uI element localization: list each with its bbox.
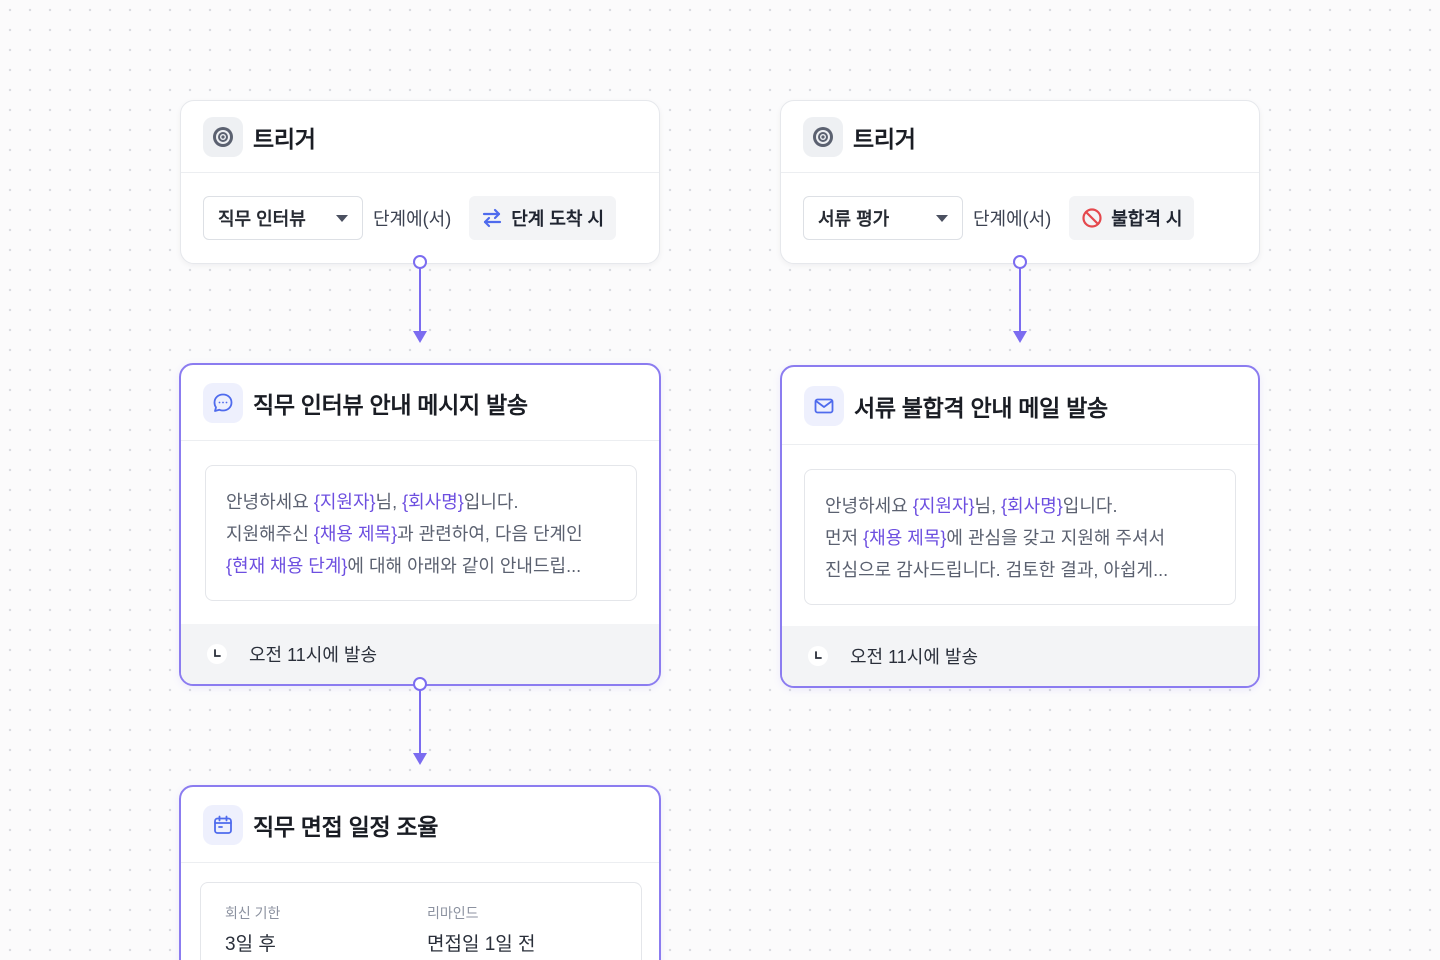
message-text: 먼저 <box>825 528 864 548</box>
mail-icon <box>804 385 844 426</box>
message-line: {현재 채용 단계}에 대해 아래와 같이 안내드립... <box>226 550 616 582</box>
message-preview[interactable]: 안녕하세요 {지원자}님, {회사명}입니다. 지원해주신 {채용 제목}과 관… <box>205 465 637 601</box>
message-text: 지원해주신 <box>226 524 314 544</box>
message-text: 님, <box>375 492 403 512</box>
schedule-footer: 오전 11시에 발송 <box>782 626 1258 686</box>
action-card-header: 서류 불합격 안내 메일 발송 <box>782 367 1258 445</box>
flow-connector <box>1013 255 1027 343</box>
message-text: 입니다. <box>1062 496 1118 516</box>
schedule-footer: 오전 11시에 발송 <box>181 624 659 684</box>
event-chip[interactable]: 불합격 시 <box>1069 196 1195 240</box>
action-card-header: 직무 인터뷰 안내 메시지 발송 <box>181 365 659 441</box>
message-text: 입니다. <box>463 492 519 512</box>
field-label: 리마인드 <box>427 905 479 921</box>
action-card-message[interactable]: 직무 인터뷰 안내 메시지 발송 안녕하세요 {지원자}님, {회사명}입니다.… <box>179 363 661 686</box>
target-icon <box>203 116 243 157</box>
message-text: 안녕하세요 <box>226 492 314 512</box>
flow-connector <box>413 255 427 343</box>
stage-select[interactable]: 서류 평가 <box>803 196 963 240</box>
schedule-settings[interactable]: 회신 기한 3일 후 리마인드 면접일 1일 전 <box>200 882 642 960</box>
trigger-card-left[interactable]: 트리거 직무 인터뷰 단계에(서) 단계 도착 시 <box>180 100 660 264</box>
message-text: 안녕하세요 <box>825 496 913 516</box>
action-title: 서류 불합격 안내 메일 발송 <box>854 394 1108 421</box>
action-card-schedule[interactable]: 직무 면접 일정 조율 회신 기한 3일 후 리마인드 면접일 1일 전 <box>179 785 661 960</box>
clock-icon <box>207 644 227 664</box>
stage-select-value: 서류 평가 <box>818 209 890 229</box>
trigger-card-header: 트리거 <box>781 101 1259 173</box>
chevron-down-icon <box>336 214 348 222</box>
event-chip[interactable]: 단계 도착 시 <box>469 196 617 240</box>
message-line: 안녕하세요 {지원자}님, {회사명}입니다. <box>825 490 1215 522</box>
trigger-card-right[interactable]: 트리거 서류 평가 단계에(서) 불합격 시 <box>780 100 1260 264</box>
event-chip-label: 단계 도착 시 <box>511 209 605 229</box>
variable-token: {지원자} <box>912 496 975 516</box>
target-icon <box>803 116 843 157</box>
stage-select-value: 직무 인터뷰 <box>218 209 306 229</box>
message-line: 지원해주신 {채용 제목}과 관련하여, 다음 단계인 <box>226 518 616 550</box>
field-value: 면접일 1일 전 <box>427 934 536 955</box>
event-chip-label: 불합격 시 <box>1111 209 1183 229</box>
message-line: 안녕하세요 {지원자}님, {회사명}입니다. <box>226 486 616 518</box>
trigger-title: 트리거 <box>253 125 316 152</box>
swap-arrows-icon <box>481 208 503 228</box>
variable-token: {채용 제목} <box>863 528 947 548</box>
flow-connector <box>413 677 427 765</box>
chat-bubble-icon <box>203 382 243 423</box>
variable-token: {지원자} <box>313 492 376 512</box>
trigger-condition-row: 직무 인터뷰 단계에(서) 단계 도착 시 <box>181 173 659 263</box>
stage-select[interactable]: 직무 인터뷰 <box>203 196 363 240</box>
message-text: 님, <box>974 496 1002 516</box>
message-line: 먼저 {채용 제목}에 관심을 갖고 지원해 주셔서 <box>825 522 1215 554</box>
schedule-text: 오전 11시에 발송 <box>249 645 378 665</box>
field-value: 3일 후 <box>225 934 276 955</box>
trigger-title: 트리거 <box>853 125 916 152</box>
calendar-icon <box>203 804 243 845</box>
schedule-text: 오전 11시에 발송 <box>850 647 979 667</box>
variable-token: {회사명} <box>1001 496 1063 516</box>
action-card-header: 직무 면접 일정 조율 <box>181 787 659 863</box>
stage-suffix-text: 단계에(서) <box>973 209 1052 229</box>
trigger-card-header: 트리거 <box>181 101 659 173</box>
message-text: 에 대해 아래와 같이 안내드립... <box>347 556 582 576</box>
message-text: 과 관련하여, 다음 단계인 <box>397 524 583 544</box>
trigger-condition-row: 서류 평가 단계에(서) 불합격 시 <box>781 173 1259 263</box>
action-title: 직무 면접 일정 조율 <box>253 813 439 840</box>
action-card-mail[interactable]: 서류 불합격 안내 메일 발송 안녕하세요 {지원자}님, {회사명}입니다. … <box>780 365 1260 688</box>
message-text: 에 관심을 갖고 지원해 주셔서 <box>946 528 1166 548</box>
message-text: 진심으로 감사드립니다. 검토한 결과, 아쉽게... <box>825 560 1169 580</box>
chevron-down-icon <box>936 214 948 222</box>
variable-token: {현재 채용 단계} <box>226 556 348 576</box>
variable-token: {채용 제목} <box>313 524 398 544</box>
field-label: 회신 기한 <box>225 905 281 921</box>
message-line: 진심으로 감사드립니다. 검토한 결과, 아쉽게... <box>825 554 1215 586</box>
variable-token: {회사명} <box>402 492 464 512</box>
stage-suffix-text: 단계에(서) <box>373 209 452 229</box>
clock-icon <box>808 646 828 666</box>
action-title: 직무 인터뷰 안내 메시지 발송 <box>253 391 528 418</box>
prohibited-icon <box>1081 207 1103 229</box>
message-preview[interactable]: 안녕하세요 {지원자}님, {회사명}입니다. 먼저 {채용 제목}에 관심을 … <box>804 469 1236 605</box>
